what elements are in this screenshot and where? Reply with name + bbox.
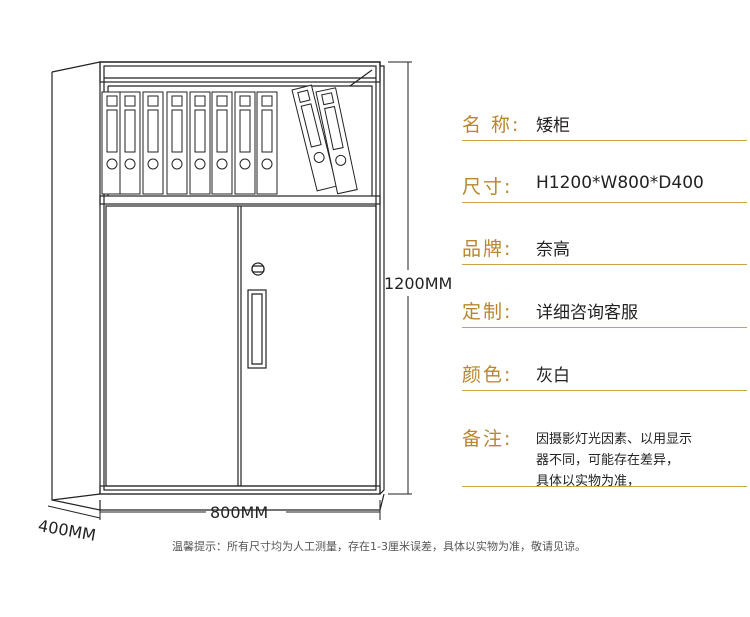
binder	[315, 87, 358, 195]
binder	[256, 91, 278, 195]
divider	[462, 140, 747, 141]
spec-label: 名 称:	[462, 114, 521, 136]
width-dimension-label: 800MM	[210, 503, 269, 522]
note-label: 备注:	[462, 428, 513, 450]
note-line: 因摄影灯光因素、以用显示	[536, 432, 693, 447]
height-dimension-label: 1200MM	[384, 274, 453, 293]
binder	[234, 91, 256, 195]
spec-value: 详细咨询客服	[536, 303, 638, 323]
spec-label: 尺寸:	[462, 176, 513, 198]
binder	[119, 91, 141, 195]
spec-value: 灰白	[536, 366, 570, 386]
spec-value: 奈高	[536, 240, 570, 260]
binder	[189, 91, 211, 195]
spec-value: H1200*W800*D400	[536, 173, 704, 193]
spec-label: 定制:	[462, 301, 513, 323]
divider	[462, 202, 747, 203]
divider	[462, 486, 747, 487]
spec-label: 颜色:	[462, 364, 513, 386]
binder	[166, 91, 188, 195]
binder	[142, 91, 164, 195]
divider	[462, 264, 747, 265]
binder	[211, 91, 233, 195]
spec-label: 品牌:	[462, 238, 513, 260]
divider	[462, 390, 747, 391]
binder	[101, 91, 123, 195]
binder	[291, 84, 338, 192]
note-line: 器不同，可能存在差异，	[536, 453, 680, 468]
divider	[462, 327, 747, 328]
spec-value: 矮柜	[536, 116, 570, 136]
footnote: 温馨提示：所有尺寸均为人工测量，存在1-3厘米误差，具体以实物为准，敬请见谅。	[172, 540, 586, 553]
note-line: 具体以实物为准，	[536, 474, 641, 489]
